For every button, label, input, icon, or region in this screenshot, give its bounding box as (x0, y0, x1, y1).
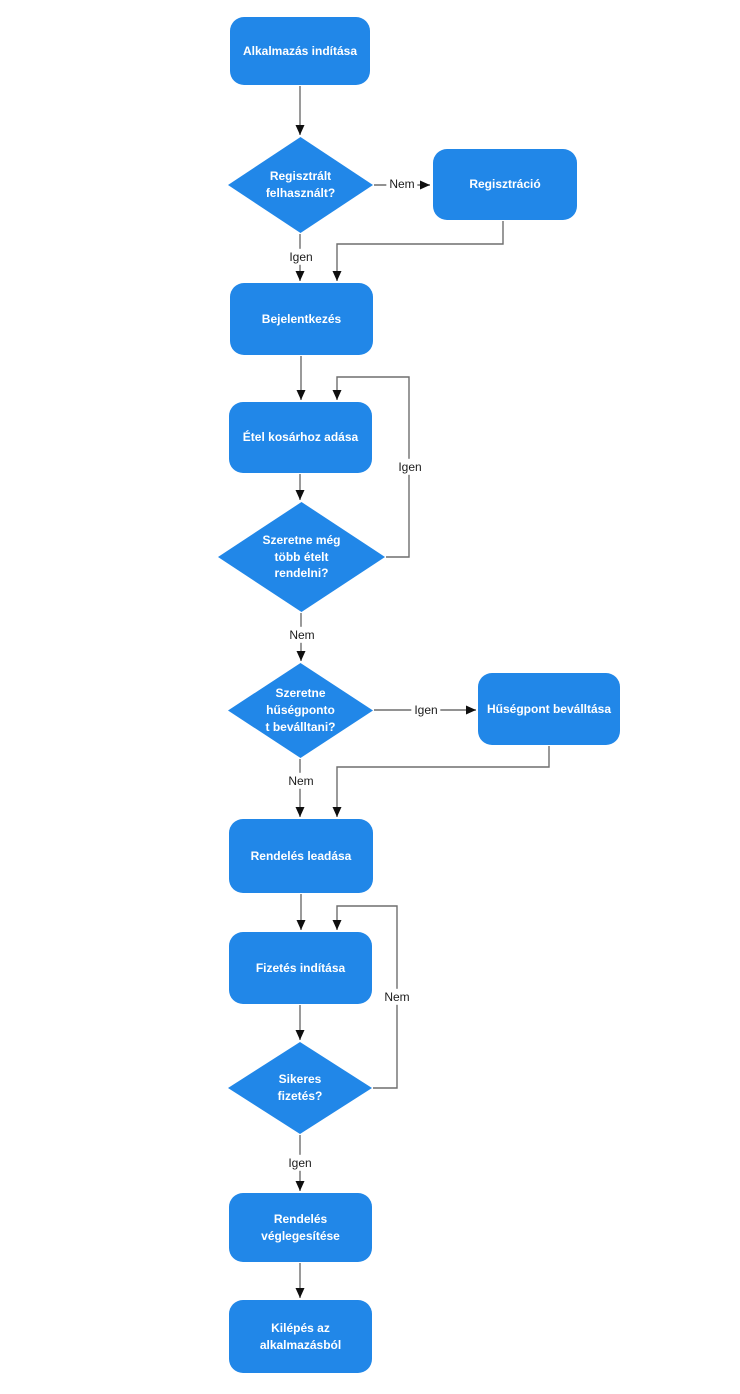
node-label: Szeretne hűségponto t beválltani? (265, 686, 336, 734)
node-label: Étel kosárhoz adása (242, 430, 359, 445)
edge-label-igen: Igen (395, 458, 425, 476)
node-label: Regisztrált felhasznált? (265, 169, 336, 200)
flow-node-payment: Fizetés indítása (229, 932, 372, 1004)
flow-node-start: Alkalmazás indítása (230, 17, 370, 85)
node-label: Rendelés véglegesítése (261, 1211, 340, 1243)
node-label: Bejelentkezés (261, 311, 342, 326)
edge-label-nem: Nem (386, 175, 418, 193)
edge-label-nem: Nem (381, 988, 413, 1006)
edge-label-nem: Nem (285, 772, 317, 790)
edge-label-igen: Igen (286, 248, 316, 266)
edge-label-nem: Nem (286, 626, 318, 644)
node-label: Regisztráció (469, 177, 541, 192)
flow-node-exit: Kilépés az alkalmazásból (229, 1300, 372, 1373)
node-label: Hűségpont beválltása (486, 701, 612, 716)
edge-q-pay-success-no-loop-to-payment (332, 905, 398, 1089)
flow-node-redeem: Hűségpont beválltása (478, 673, 620, 745)
node-label: Szeretne még több ételt rendelni? (262, 532, 341, 581)
flow-node-place-order: Rendelés leadása (229, 819, 373, 893)
edge-register-to-login (332, 221, 504, 281)
flow-node-login: Bejelentkezés (230, 283, 373, 355)
node-label: Sikeres fizetés? (277, 1072, 323, 1103)
node-label: Fizetés indítása (255, 960, 346, 975)
node-label: Rendelés leadása (250, 848, 352, 863)
edge-label-igen: Igen (411, 701, 441, 719)
flow-node-register: Regisztráció (433, 149, 577, 220)
edge-q-more-food-yes-loop-to-add-food (332, 376, 410, 558)
edge-redeem-to-place-order (332, 746, 550, 817)
node-label: Alkalmazás indítása (242, 43, 358, 58)
flow-node-add-food: Étel kosárhoz adása (229, 402, 372, 473)
flow-node-finalize: Rendelés véglegesítése (229, 1193, 372, 1262)
edge-label-igen: Igen (285, 1154, 315, 1172)
node-label: Kilépés az alkalmazásból (259, 1320, 342, 1352)
